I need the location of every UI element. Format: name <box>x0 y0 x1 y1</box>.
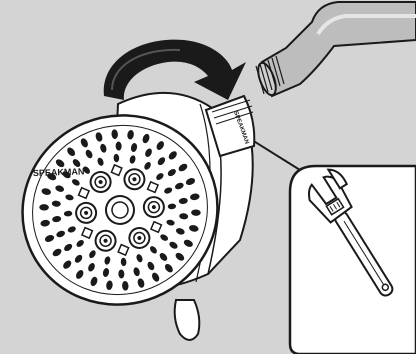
spray-selector-lever <box>175 300 200 340</box>
callout-line <box>252 140 300 170</box>
face-brand-text: SPEAKMAN <box>33 166 85 178</box>
tool-inset-panel <box>290 165 416 354</box>
clockwise-arrow-icon <box>104 40 246 100</box>
shower-arm-pipe <box>255 2 416 97</box>
shower-head: SPEAKMAN SPEAKMAN <box>0 86 254 340</box>
